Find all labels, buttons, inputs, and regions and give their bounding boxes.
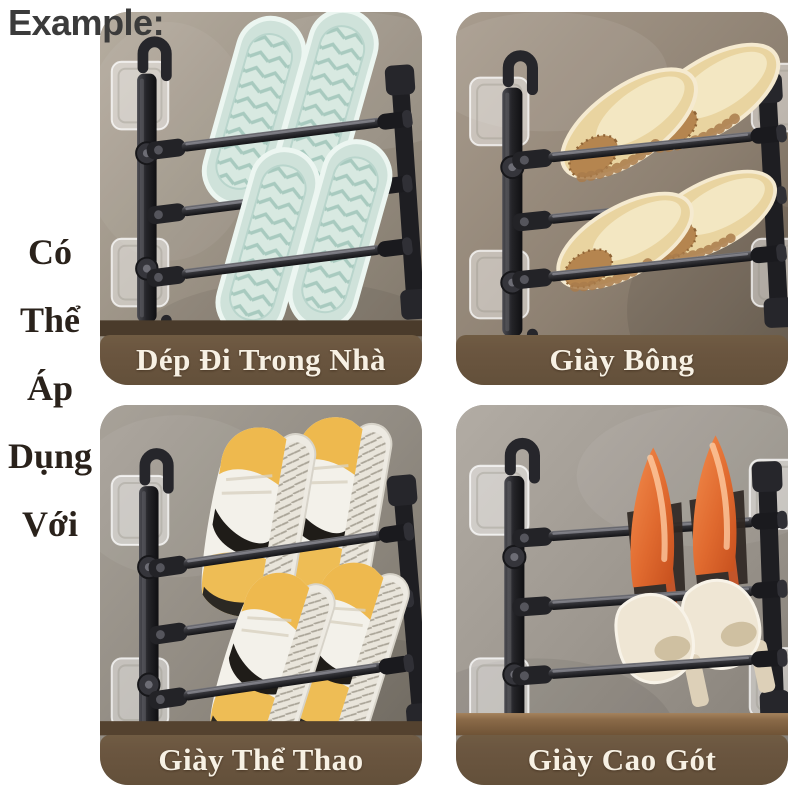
tile-banner: Giày Cao Gót (456, 735, 788, 785)
wood-shelf-strip (456, 713, 788, 736)
shelf-strip (100, 320, 422, 337)
side-caption-word: Thể (19, 300, 80, 340)
side-caption-word: Áp (26, 368, 74, 408)
indoor-slippers-photo (100, 12, 422, 385)
tile-banner-label: Dép Đi Trong Nhà (135, 342, 387, 377)
side-caption-word: Với (22, 504, 78, 544)
tile-banner-label: Giày Bông (549, 342, 695, 377)
high-heels-photo (456, 405, 788, 785)
tile-banner: Giày Thể Thao (100, 735, 422, 785)
tile-high-heels: Giày Cao Gót (456, 405, 788, 785)
side-caption: Có Thể Áp Dụng Với (0, 234, 100, 542)
example-label: Example: (8, 2, 165, 43)
tile-banner: Giày Bông (456, 335, 788, 385)
tile-banner-label: Giày Thể Thao (158, 742, 364, 777)
tile-cotton-shoes: Giày Bông (456, 12, 788, 385)
side-caption-word: Dụng (7, 436, 93, 476)
side-caption-word: Có (28, 232, 72, 272)
sport-shoes-photo (100, 405, 422, 785)
tile-indoor-slippers: Dép Đi Trong Nhà (100, 12, 422, 385)
tile-sport-shoes: Giày Thể Thao (100, 405, 422, 785)
shelf-strip (100, 721, 422, 736)
tile-banner: Dép Đi Trong Nhà (100, 335, 422, 385)
tile-banner-label: Giày Cao Gót (527, 742, 717, 777)
cotton-shoes-photo (456, 12, 788, 385)
